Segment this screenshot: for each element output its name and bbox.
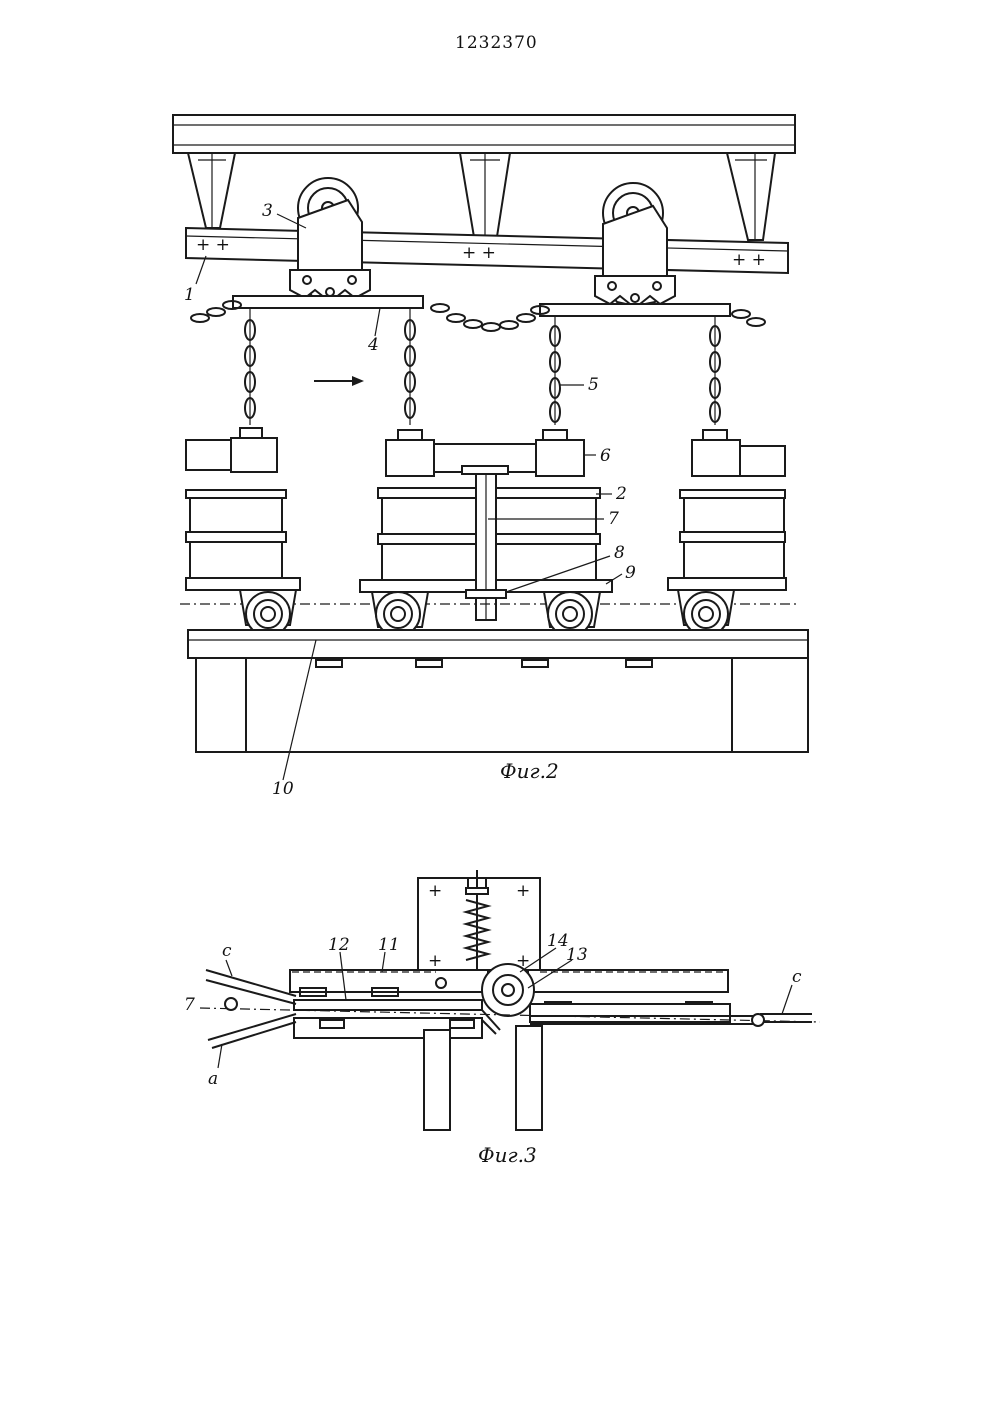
pivot-7 (225, 998, 237, 1010)
label-6: 6 (600, 446, 611, 466)
direction-arrow (314, 376, 364, 386)
label-c-right: с (792, 967, 802, 987)
label-12: 12 (328, 935, 350, 955)
label-9: 9 (625, 563, 636, 583)
svg-text:+ +: + + (732, 250, 766, 270)
label-a: а (208, 1069, 218, 1089)
svg-text:+ +: + + (196, 235, 230, 255)
support-legs (424, 1026, 542, 1130)
label-5: 5 (588, 375, 599, 395)
label-7-fig3: 7 (184, 995, 195, 1015)
label-1: 1 (184, 285, 195, 305)
patent-number: 1232370 (455, 33, 538, 53)
svg-text:+: + (516, 881, 530, 901)
overhead-beam (173, 115, 795, 153)
label-11: 11 (378, 935, 400, 955)
label-7: 7 (608, 509, 619, 529)
label-13: 13 (566, 945, 588, 965)
pivot-right (752, 1014, 764, 1026)
load-stack-right (668, 490, 786, 590)
grippers (186, 428, 785, 476)
monorail-track: + + + + + + (186, 228, 788, 273)
figure-2: + + + + + + (173, 115, 808, 799)
label-c-left: с (222, 941, 232, 961)
svg-text:+: + (428, 951, 442, 971)
label-8: 8 (614, 543, 625, 563)
label-2: 2 (615, 484, 627, 504)
trolley-carriage-right (595, 183, 675, 308)
label-14: 14 (547, 931, 569, 951)
label-10: 10 (272, 779, 294, 799)
label-3: 3 (262, 201, 273, 221)
svg-text:+: + (428, 881, 442, 901)
trolley-carriage-left (290, 178, 370, 302)
figure-2-caption: Фиг.2 (500, 759, 559, 783)
load-stack-left (186, 490, 300, 590)
svg-text:+ +: + + (462, 243, 496, 263)
base-conveyor-frame (188, 630, 808, 752)
figure-3: + + + + (184, 870, 820, 1167)
figure-3-caption: Фиг.3 (478, 1143, 537, 1167)
label-4: 4 (367, 335, 379, 355)
